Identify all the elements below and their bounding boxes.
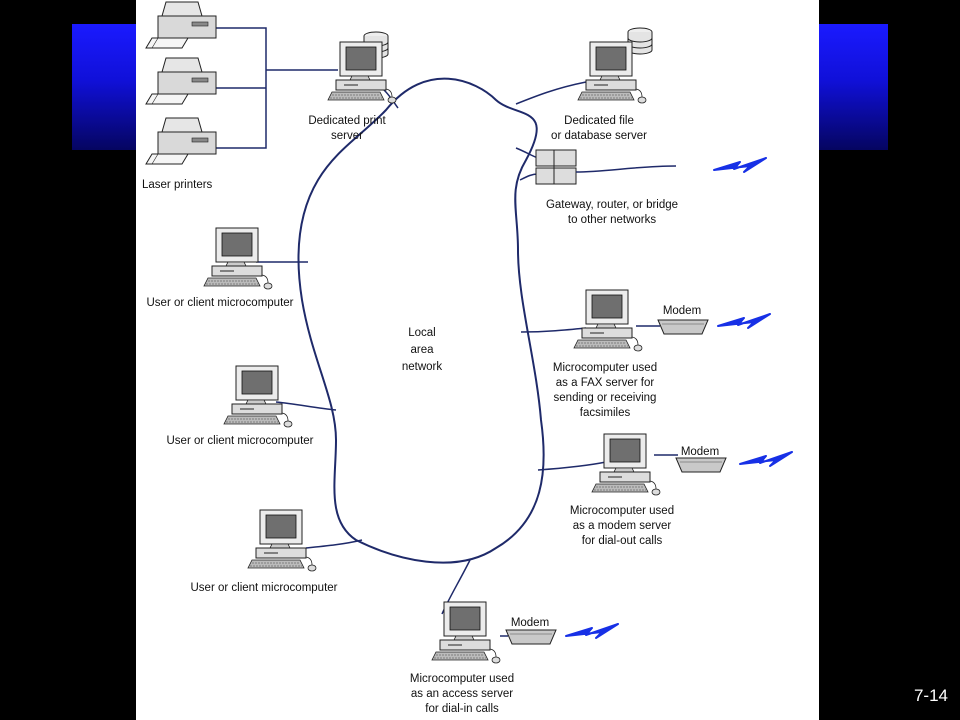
access-server-label-line3: for dial-in calls (425, 703, 499, 715)
lan-diagram: Laser printers Dedicated print server De… (142, 1, 793, 715)
modem-label-3: Modem (511, 617, 549, 629)
modem-icon (675, 457, 727, 473)
lightning-bolt-icon (713, 157, 767, 173)
modem-label-2: Modem (681, 446, 719, 458)
file-server-label-line1: Dedicated file (564, 115, 634, 127)
lightning-bolt-icon (717, 313, 771, 329)
modem-server-computer-icon (591, 433, 661, 496)
modem-label-1: Modem (663, 305, 701, 317)
modem-icon (657, 319, 709, 335)
file-server-label-line2: or database server (551, 130, 647, 142)
title-band-left (72, 24, 142, 150)
print-server-label-line2: server (331, 130, 363, 142)
title-band-right (818, 24, 888, 150)
client-computer-icon (223, 365, 293, 428)
access-server-label-line2: as an access server (411, 688, 513, 700)
fax-server-label-line3: sending or receiving (554, 392, 657, 404)
laser-printer-icon (145, 57, 217, 105)
lan-label-line2: area (410, 344, 434, 356)
gateway-router-icon (535, 149, 677, 185)
slide-number: 7-14 (913, 686, 948, 705)
lan-label-line1: Local (408, 327, 436, 339)
fax-server-computer-icon (573, 289, 643, 352)
modem-server-label-line1: Microcomputer used (570, 505, 674, 517)
lightning-bolt-icon (739, 451, 793, 467)
client-label-3: User or client microcomputer (191, 582, 338, 594)
client-computer-icon (247, 509, 317, 572)
network-links (256, 79, 678, 637)
fax-server-label-line2: as a FAX server for (556, 377, 655, 389)
fax-server-label-line1: Microcomputer used (553, 362, 657, 374)
lightning-bolt-icon (565, 623, 619, 639)
access-server-label-line1: Microcomputer used (410, 673, 514, 685)
gateway-label-line1: Gateway, router, or bridge (546, 199, 678, 211)
lan-cloud (297, 77, 545, 564)
laser-printer-icon (145, 1, 217, 49)
modem-server-label-line3: for dial-out calls (582, 535, 663, 547)
client-computer-icon (203, 227, 273, 290)
laser-printer-icon (145, 117, 217, 165)
print-server-label-line1: Dedicated print (308, 115, 386, 127)
laser-printers-label: Laser printers (142, 179, 213, 191)
modem-server-label-line2: as a modem server (573, 520, 672, 532)
gateway-label-line2: to other networks (568, 214, 656, 226)
lan-label-line3: network (402, 361, 443, 373)
modem-icon (505, 629, 557, 645)
access-server-computer-icon (431, 601, 501, 664)
client-label-2: User or client microcomputer (167, 435, 314, 447)
client-label-1: User or client microcomputer (147, 297, 294, 309)
fax-server-label-line4: facsimiles (580, 407, 631, 419)
printer-link (216, 27, 338, 149)
diagram-canvas: Laser printers Dedicated print server De… (136, 0, 819, 720)
